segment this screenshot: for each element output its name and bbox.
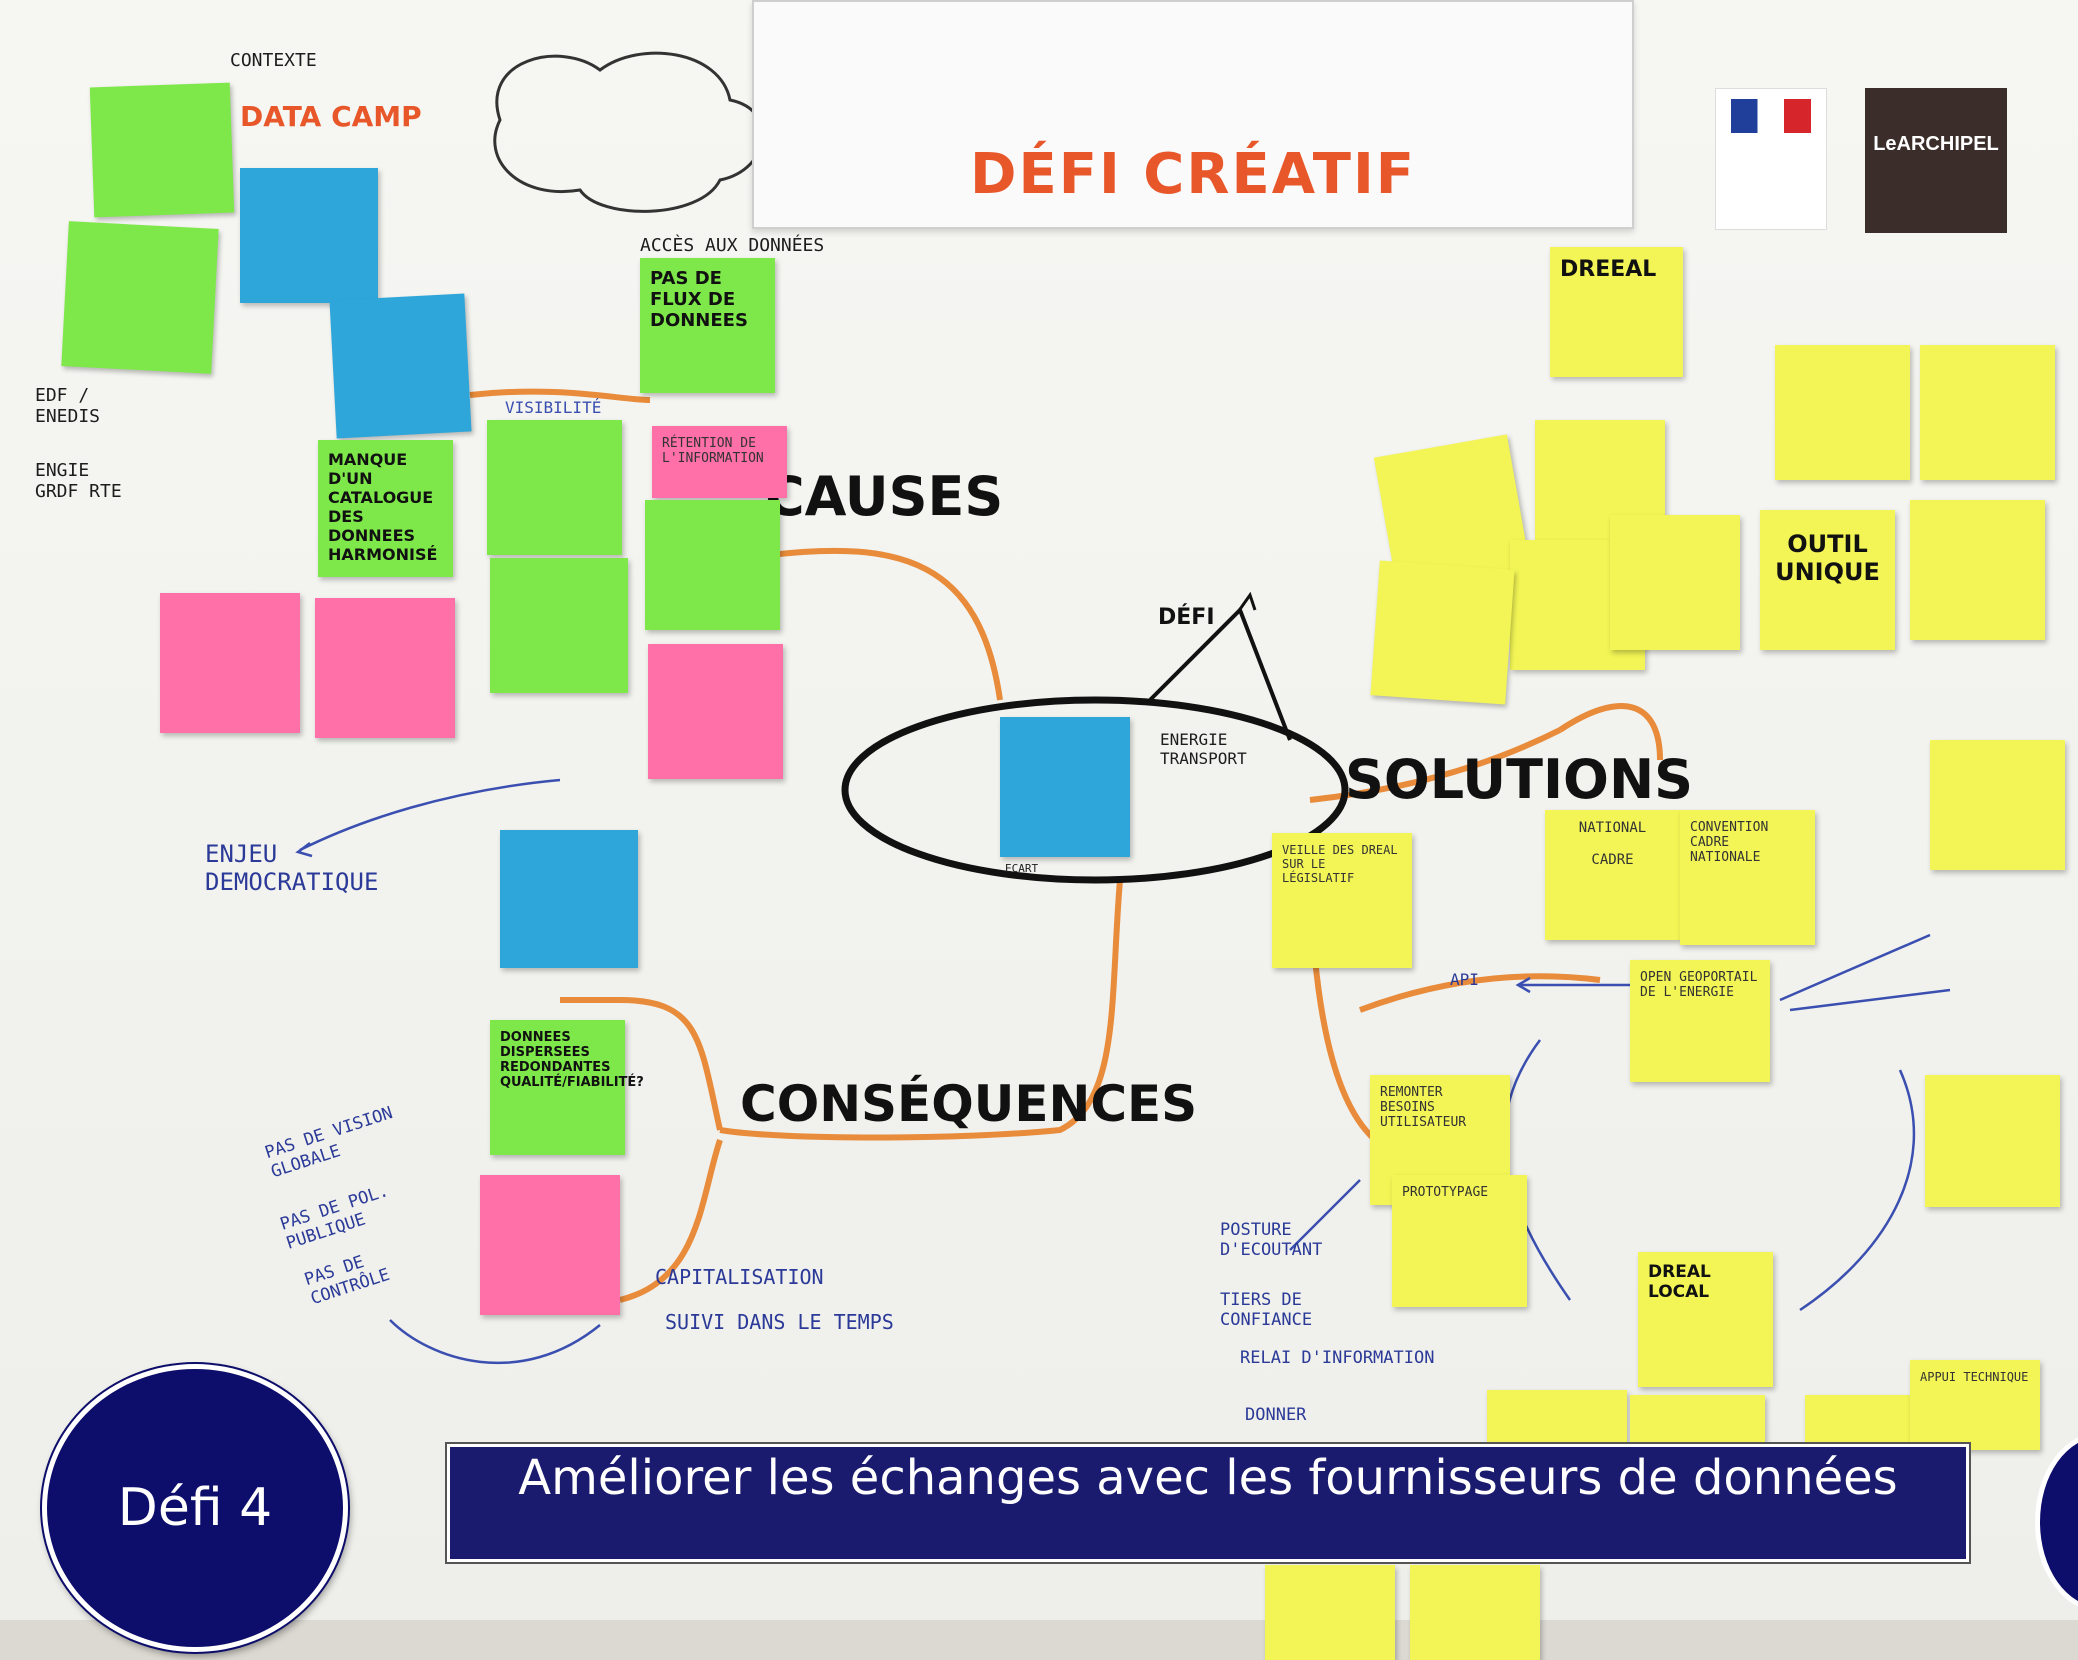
sticky-note-dreeal: DREEAL (1550, 247, 1683, 377)
donner-label: DONNER (1245, 1405, 1307, 1425)
sticky-note (329, 293, 472, 439)
ecart-label: ECART (1005, 862, 1039, 875)
panel-title: DÉFI CRÉATIF (969, 142, 1417, 207)
sticky-note (490, 558, 628, 693)
sticky-note-donnees-dispersees: DONNEES DISPERSEES REDONDANTES QUALITÉ/F… (490, 1020, 644, 1155)
sticky-note-pas-flux: PAS DE FLUX DE DONNEES (640, 258, 775, 393)
suivi-temps-label: SUIVI DANS LE TEMPS (665, 1310, 894, 1334)
sticky-note (89, 82, 235, 218)
sticky-note (1630, 1395, 1765, 1450)
posture-label: POSTURE D'ECOUTANT (1220, 1220, 1323, 1260)
archipel-logo-text: LeARCHIPEL (1873, 133, 1999, 155)
acces-donnees-label: ACCÈS AUX DONNÉES (640, 235, 825, 256)
sticky-note-veille: VEILLE DES DREAL SUR LE LÉGISLATIF (1272, 833, 1412, 968)
sticky-note (1805, 1395, 1915, 1450)
sticky-note (1930, 740, 2065, 870)
sticky-note (1910, 500, 2045, 640)
sticky-note (648, 644, 783, 779)
sticky-note (480, 1175, 620, 1315)
sticky-note-catalogue: MANQUE D'UN CATALOGUE DES DONNEES HARMON… (318, 440, 453, 577)
enjeu-democratique-label: ENJEU DEMOCRATIQUE (205, 840, 379, 896)
sticky-note-national: NATIONAL CADRE (1545, 810, 1680, 940)
sticky-note-appui: APPUI TECHNIQUE (1910, 1360, 2040, 1450)
contexte-label: CONTEXTE (230, 50, 317, 71)
sticky-note-prototypage: PROTOTYPAGE (1392, 1175, 1527, 1307)
sticky-note-convention: CONVENTION CADRE NATIONALE (1680, 810, 1815, 945)
sticky-note (61, 221, 219, 374)
api-label: API (1450, 970, 1479, 989)
national-text: NATIONAL (1578, 820, 1647, 836)
defi-badge: Défi 4 (42, 1364, 348, 1652)
sticky-note-center (1000, 717, 1130, 857)
sticky-note (1265, 1565, 1395, 1660)
defi-badge-text: Défi 4 (117, 1478, 273, 1538)
sticky-note (1370, 560, 1515, 705)
title-panel: DÉFI CRÉATIF (752, 0, 1634, 229)
sticky-note (500, 830, 638, 968)
sticky-note (1920, 345, 2055, 480)
archipel-logo: LeARCHIPEL (1865, 88, 2007, 233)
wall-strip (0, 1620, 2078, 1660)
sticky-note-dreal-local: DREAL LOCAL (1638, 1252, 1773, 1387)
energie-transport-label: ENERGIE TRANSPORT (1160, 730, 1247, 768)
flag-icon (1731, 99, 1811, 133)
sticky-note (315, 598, 455, 738)
republique-logo (1715, 88, 1827, 230)
challenge-banner: Améliorer les échanges avec les fourniss… (447, 1444, 1969, 1562)
sticky-note-open-geoportail: OPEN GEOPORTAIL DE L'ENERGIE (1630, 960, 1770, 1082)
consequences-heading: CONSÉQUENCES (740, 1075, 1198, 1133)
sticky-note (1410, 1565, 1540, 1660)
sticky-note (645, 500, 780, 630)
sticky-note (1610, 515, 1740, 650)
sticky-note (1487, 1390, 1627, 1450)
sticky-note (487, 420, 622, 555)
solutions-heading: SOLUTIONS (1345, 748, 1694, 811)
datacamp-label: DATA CAMP (240, 100, 422, 133)
edf-enedis-label: EDF / ENEDIS (35, 385, 101, 427)
sticky-note-retention: RÉTENTION DE L'INFORMATION (652, 426, 787, 498)
sticky-note (1925, 1075, 2060, 1207)
visibilite-label: VISIBILITÉ (505, 398, 602, 417)
engie-grdf-rte-label: ENGIE GRDF RTE (35, 460, 122, 502)
sticky-note (160, 593, 300, 733)
sticky-note (1775, 345, 1910, 480)
sticky-note (240, 168, 378, 303)
causes-heading: CAUSES (765, 465, 1004, 528)
sticky-note-outil-unique: OUTIL UNIQUE (1760, 510, 1895, 650)
tiers-confiance-label: TIERS DE CONFIANCE (1220, 1290, 1313, 1330)
capitalisation-label: CAPITALISATION (655, 1265, 824, 1289)
relai-information-label: RELAI D'INFORMATION (1240, 1348, 1435, 1368)
cadre-text: CADRE (1591, 852, 1634, 868)
defi-heading: DÉFI (1158, 605, 1215, 630)
